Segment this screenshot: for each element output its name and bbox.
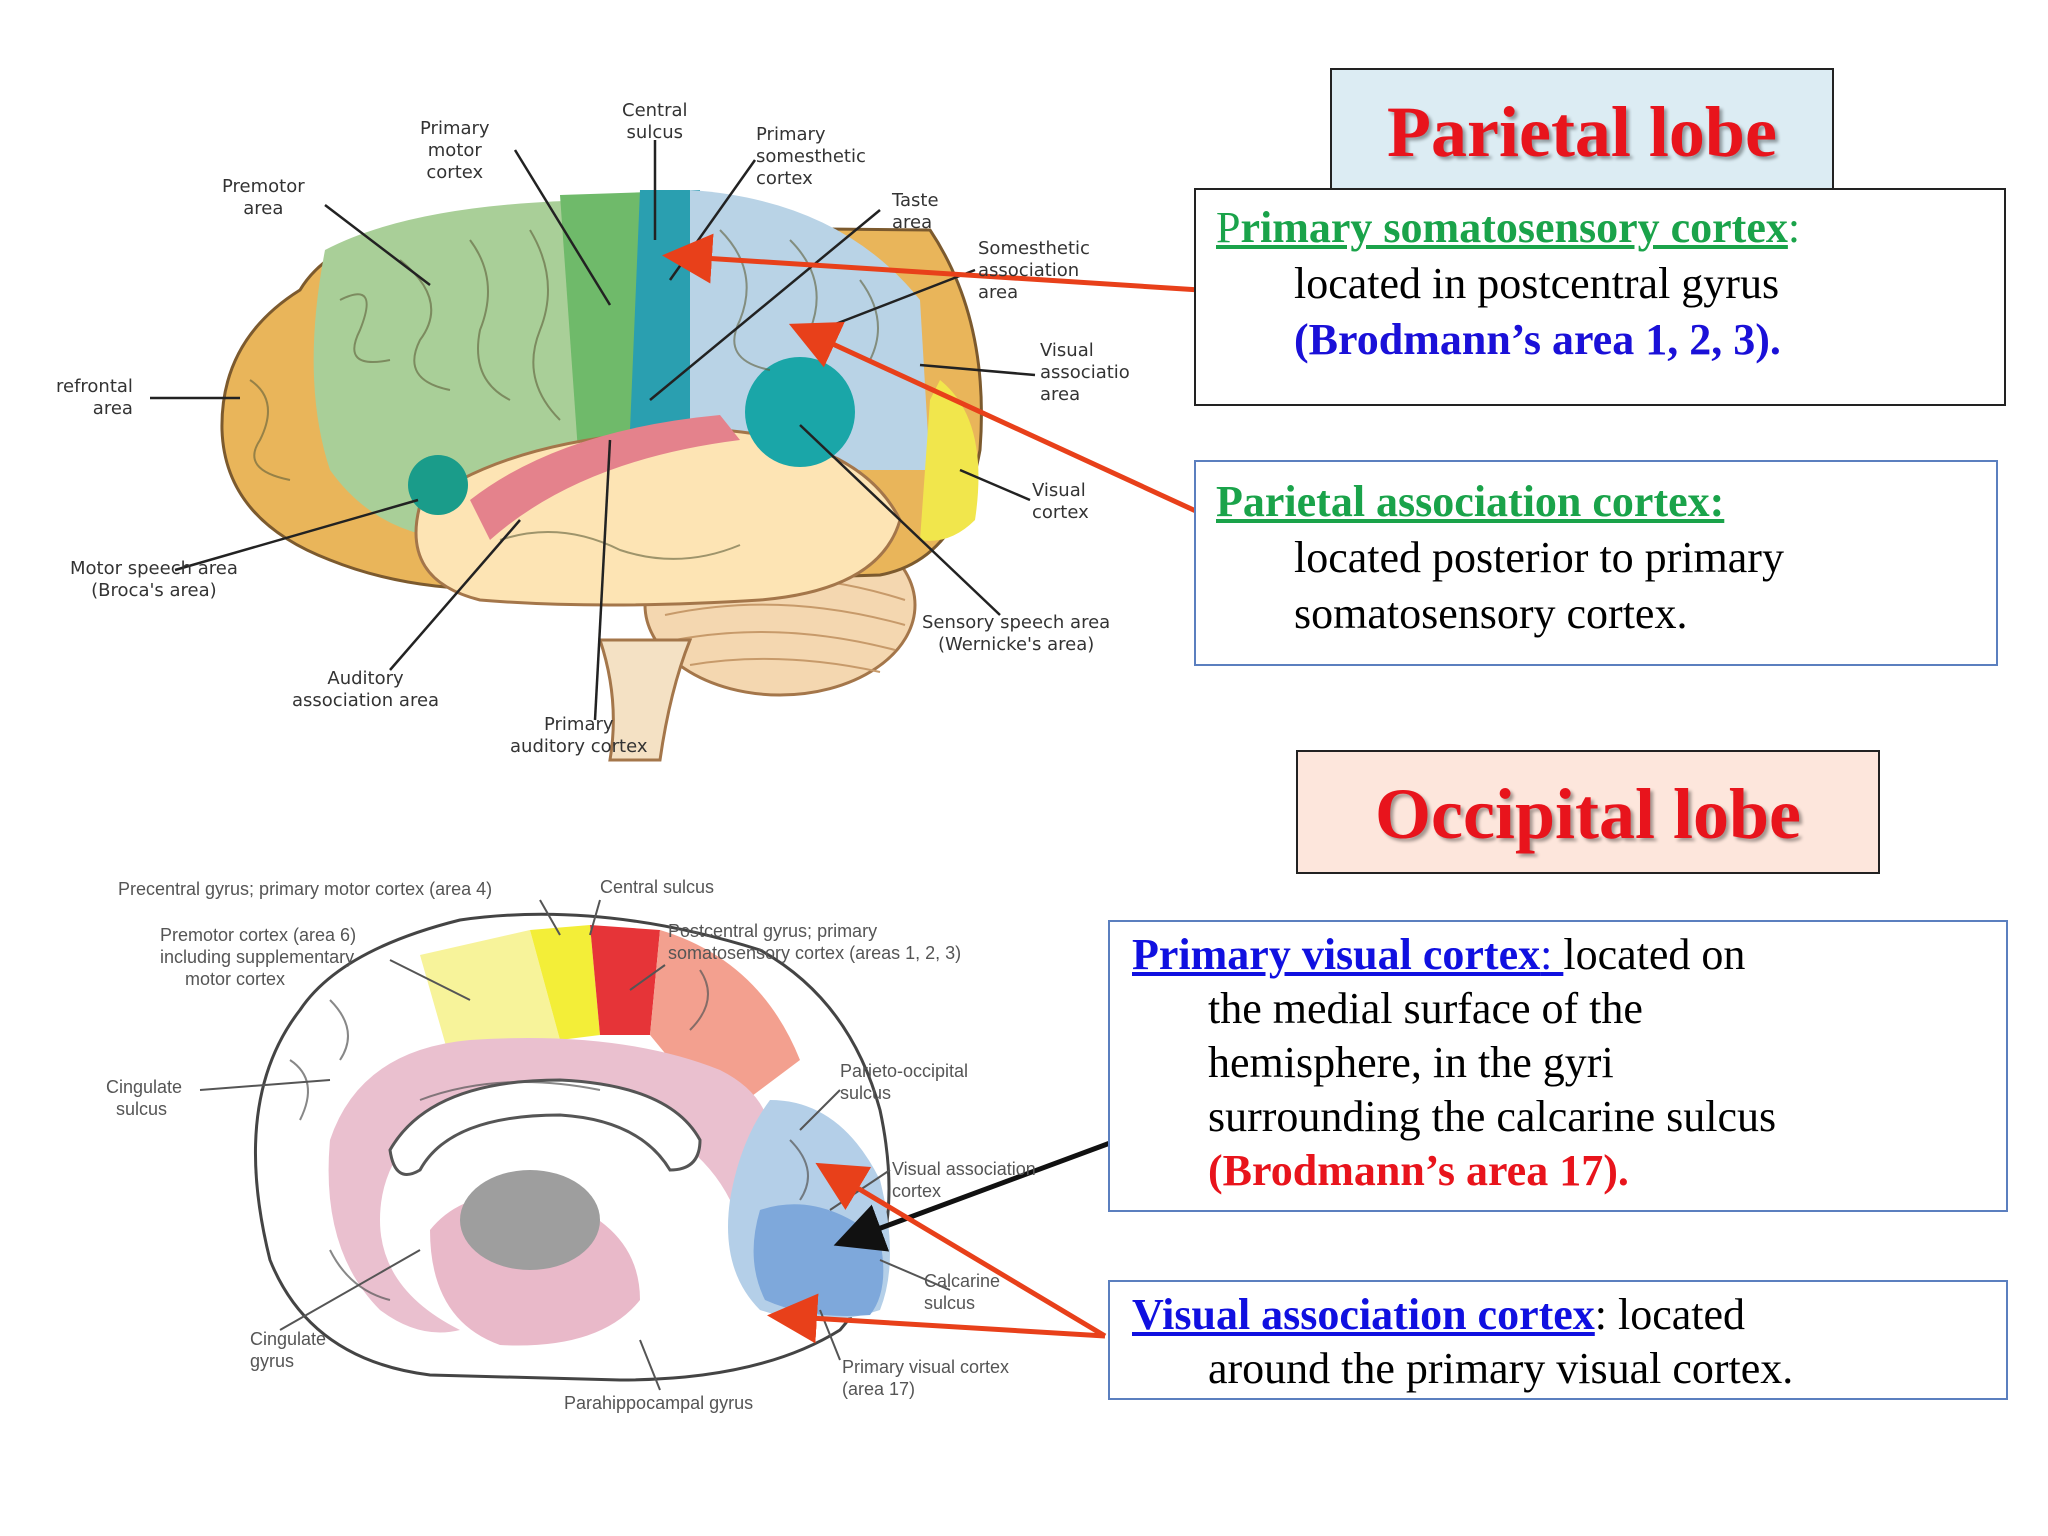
label-primary-visual-cortex: Primary visual cortex (area 17) (842, 1357, 1010, 1399)
primary-visual-line2: hemisphere, in the gyri (1208, 1038, 1614, 1087)
thalamus (460, 1170, 600, 1270)
primary-visual-brodmann: (Brodmann’s area 17). (1208, 1146, 1629, 1195)
label-visual-association-area: Visual associatio area (1040, 340, 1130, 405)
primary-visual-cortex-box: Primary visual cortex: located on the me… (1108, 920, 2008, 1212)
parietal-association-line2: somatosensory cortex. (1294, 589, 1688, 638)
primary-visual-heading: Primary visual cortex: located on (1132, 930, 1746, 979)
arrow-somatosensory (662, 233, 1201, 293)
label-visual-association-cortex: Visual association cortex (892, 1159, 1036, 1201)
label-central-sulcus-medial: Central sulcus (600, 877, 715, 897)
medial-brain-illustration (199, 899, 951, 1391)
brocas-area (408, 455, 468, 515)
visual-association-cortex-box: Visual association cortex: located aroun… (1108, 1280, 2008, 1400)
label-cingulate-gyrus: Cingulate gyrus (250, 1329, 327, 1371)
wernickes-area (745, 357, 855, 467)
parietal-association-line1: located posterior to primary (1294, 533, 1784, 582)
label-sensory-speech-area: Sensory speech area (Wernicke's area) (922, 612, 1111, 655)
arrow-primary-visual (833, 1140, 1111, 1252)
label-precentral-gyrus: Precentral gyrus; primary motor cortex (… (118, 879, 493, 899)
somatosensory-cortex-box: Primary somatosensory cortex: located in… (1194, 188, 2006, 406)
arrow-parietal-association (788, 322, 1200, 515)
parietal-lobe-title: Parietal lobe (1330, 68, 1834, 192)
somatosensory-brodmann: (Brodmann’s area 1, 2, 3). (1294, 315, 1781, 364)
label-primary-motor-cortex: Primary motor cortex (420, 118, 490, 183)
label-premotor-cortex: Premotor cortex (area 6) including suppl… (160, 925, 357, 989)
label-postcentral-gyrus: Postcentral gyrus; primary somatosensory… (668, 921, 962, 963)
label-primary-somesthetic-cortex: Primary somesthetic cortex (756, 124, 866, 189)
somatosensory-location: located in postcentral gyrus (1294, 259, 1780, 308)
primary-visual-line1: the medial surface of the (1208, 984, 1643, 1033)
somatosensory-heading: Primary somatosensory cortex: (1216, 203, 1801, 252)
label-auditory-association-area: Auditory association area (292, 668, 440, 711)
label-taste-area: Taste area (892, 190, 939, 233)
label-parieto-occipital-sulcus: Parieto-occipital sulcus (840, 1061, 969, 1103)
brain-stem (597, 638, 693, 762)
label-motor-speech-area: Motor speech area (Broca's area) (70, 558, 238, 601)
label-visual-cortex: Visual cortex (1032, 480, 1089, 523)
parietal-association-heading: Parietal association cortex: (1216, 477, 1725, 526)
label-prefrontal-area: refrontal area (56, 376, 133, 419)
arrow-visual-association-upper (815, 1162, 1107, 1339)
label-cingulate-sulcus: Cingulate sulcus (106, 1077, 183, 1119)
occipital-lobe-title: Occipital lobe (1296, 750, 1880, 874)
label-premotor-area: Premotor area (222, 176, 305, 219)
primary-visual-line3: surrounding the calcarine sulcus (1208, 1092, 1777, 1141)
label-primary-auditory-cortex: Primary auditory cortex (510, 714, 648, 757)
visual-association-line1: around the primary visual cortex. (1208, 1344, 1794, 1393)
parietal-association-box: Parietal association cortex: located pos… (1194, 460, 1998, 666)
annotation-arrows (662, 233, 1201, 1344)
visual-association-heading: Visual association cortex: located (1132, 1290, 1746, 1339)
arrow-visual-association-lower (767, 1293, 1106, 1344)
label-central-sulcus: Central sulcus (622, 100, 688, 143)
label-calcarine-sulcus: Calcarine sulcus (924, 1271, 1001, 1313)
label-parahippocampal-gyrus: Parahippocampal gyrus (564, 1393, 754, 1413)
label-somesthetic-association-area: Somesthetic association area (978, 238, 1090, 303)
